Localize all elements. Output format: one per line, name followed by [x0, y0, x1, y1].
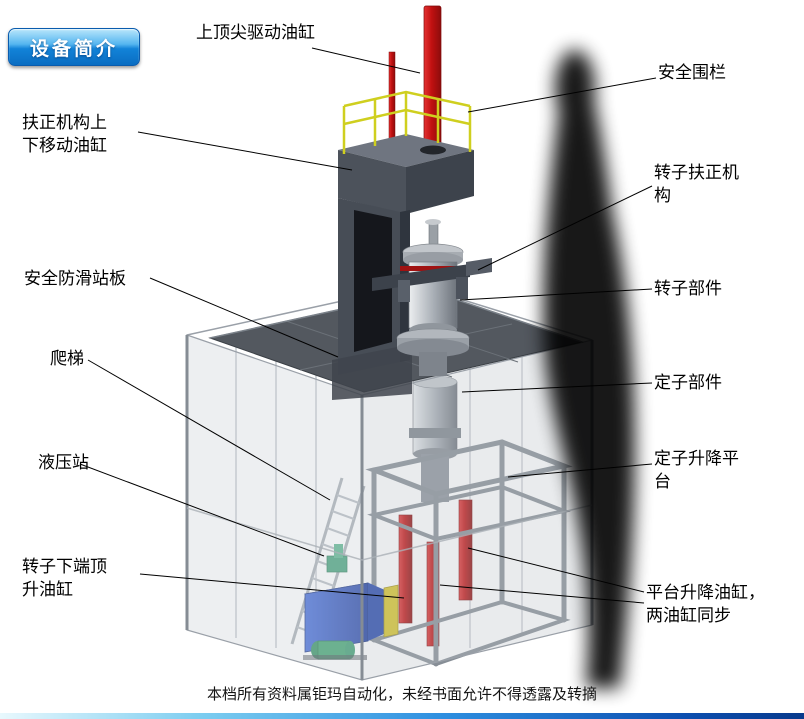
callout-stator-component: 定子部件 — [654, 373, 722, 393]
callout-ladder: 爬梯 — [50, 349, 84, 369]
callout-rotor-component: 转子部件 — [654, 279, 722, 299]
leader-safety-fence — [467, 77, 657, 113]
callout-rotor-centering-mechanism: 转子扶正机构 — [654, 163, 739, 206]
leader-top-spindle-cylinder — [311, 47, 421, 74]
leader-ladder — [87, 359, 331, 501]
leader-centering-cylinder — [137, 131, 353, 171]
press-tower — [332, 5, 474, 400]
leader-lines — [79, 47, 657, 604]
callout-hydraulic-station: 液压站 — [38, 453, 89, 473]
title-badge: 设备简介 — [8, 28, 140, 66]
stator-lift-frame — [365, 439, 573, 667]
callout-anti-slip-platform: 安全防滑站板 — [24, 269, 126, 289]
rotor-bottom-jack-cylinder-part — [398, 514, 413, 624]
shadow-smudge — [543, 50, 635, 688]
callout-top-spindle-cylinder: 上顶尖驱动油缸 — [196, 23, 315, 43]
enclosure-interior — [235, 346, 573, 667]
footer-accent-bar — [0, 713, 804, 719]
callout-platform-lift-cylinders: 平台升降油缸，两油缸同步 — [646, 583, 765, 626]
platform-lift-cylinder-part — [458, 499, 473, 601]
safety-fence-part — [342, 90, 472, 154]
leader-rotor-centering — [477, 185, 653, 271]
rotor-assembly — [372, 219, 492, 376]
leader-platform-cylinder-b — [439, 584, 645, 604]
leader-hydraulic-station — [79, 463, 325, 557]
leader-anti-slip-platform — [149, 277, 339, 358]
leader-platform-cylinder-a — [467, 547, 645, 593]
leader-rotor-component — [459, 288, 653, 301]
hydraulic-station-part — [303, 544, 399, 660]
leader-stator-component — [461, 382, 653, 393]
callout-centering-updown-cylinder: 扶正机构上下移动油缸 — [22, 113, 107, 156]
footer-copyright-note: 本档所有资料属钜玛自动化，未经书面允许不得透露及转摘 — [206, 685, 597, 703]
enclosure-shell — [185, 284, 594, 681]
callout-rotor-bottom-jack-cylinder: 转子下端顶升油缸 — [22, 557, 107, 600]
callout-safety-fence: 安全围栏 — [658, 63, 726, 83]
callout-stator-lift-platform: 定子升降平台 — [654, 449, 739, 492]
leader-stator-lift-platform — [507, 463, 653, 478]
leader-rotor-bottom-cylinder — [139, 573, 405, 599]
